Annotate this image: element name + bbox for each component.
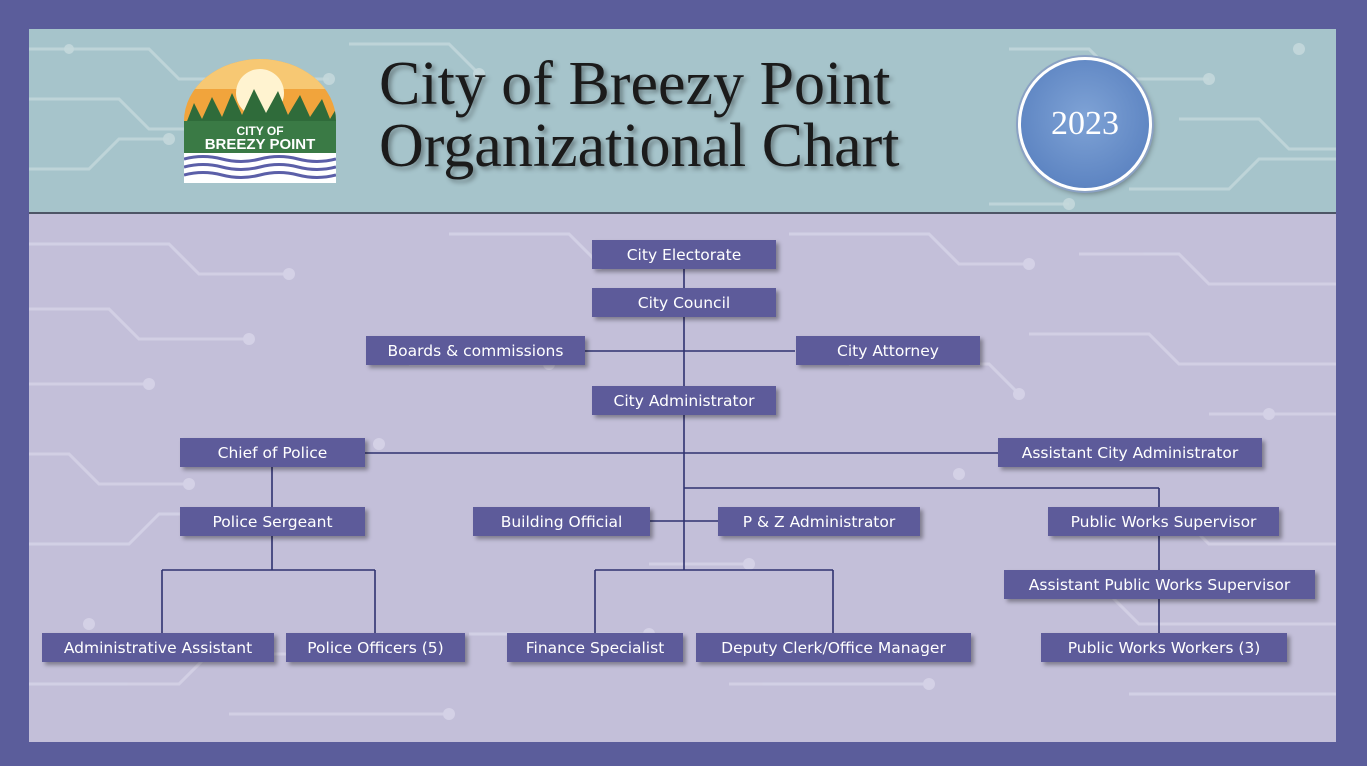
node-finance-specialist: Finance Specialist xyxy=(507,633,683,662)
node-city-council: City Council xyxy=(592,288,776,317)
node-city-electorate: City Electorate xyxy=(592,240,776,269)
logo-text-line1: CITY OF xyxy=(236,124,283,138)
node-deputy-clerk-office-manager: Deputy Clerk/Office Manager xyxy=(696,633,971,662)
chart-frame: CITY OF BREEZY POINT City of Breezy Poin… xyxy=(29,29,1336,742)
node-assistant-city-administrator: Assistant City Administrator xyxy=(998,438,1262,467)
node-assistant-public-works-supervisor: Assistant Public Works Supervisor xyxy=(1004,570,1315,599)
year-badge: 2023 xyxy=(1018,57,1152,191)
header-banner: CITY OF BREEZY POINT City of Breezy Poin… xyxy=(29,29,1336,214)
node-building-official: Building Official xyxy=(473,507,650,536)
logo-text-line2: BREEZY POINT xyxy=(205,136,316,153)
connector-lines xyxy=(161,269,1160,633)
title-line-2: Organizational Chart xyxy=(379,112,900,180)
node-public-works-supervisor: Public Works Supervisor xyxy=(1048,507,1279,536)
city-logo: CITY OF BREEZY POINT xyxy=(184,59,336,183)
node-chief-of-police: Chief of Police xyxy=(180,438,365,467)
node-police-officers: Police Officers (5) xyxy=(286,633,465,662)
title-line-1: City of Breezy Point xyxy=(379,50,891,118)
node-pz-administrator: P & Z Administrator xyxy=(718,507,920,536)
node-police-sergeant: Police Sergeant xyxy=(180,507,365,536)
year-text: 2023 xyxy=(1051,105,1119,142)
node-city-attorney: City Attorney xyxy=(796,336,980,365)
node-administrative-assistant: Administrative Assistant xyxy=(42,633,274,662)
node-boards-commissions: Boards & commissions xyxy=(366,336,585,365)
node-public-works-workers: Public Works Workers (3) xyxy=(1041,633,1287,662)
node-city-administrator: City Administrator xyxy=(592,386,776,415)
page-title: City of Breezy Point Organizational Char… xyxy=(379,53,999,177)
